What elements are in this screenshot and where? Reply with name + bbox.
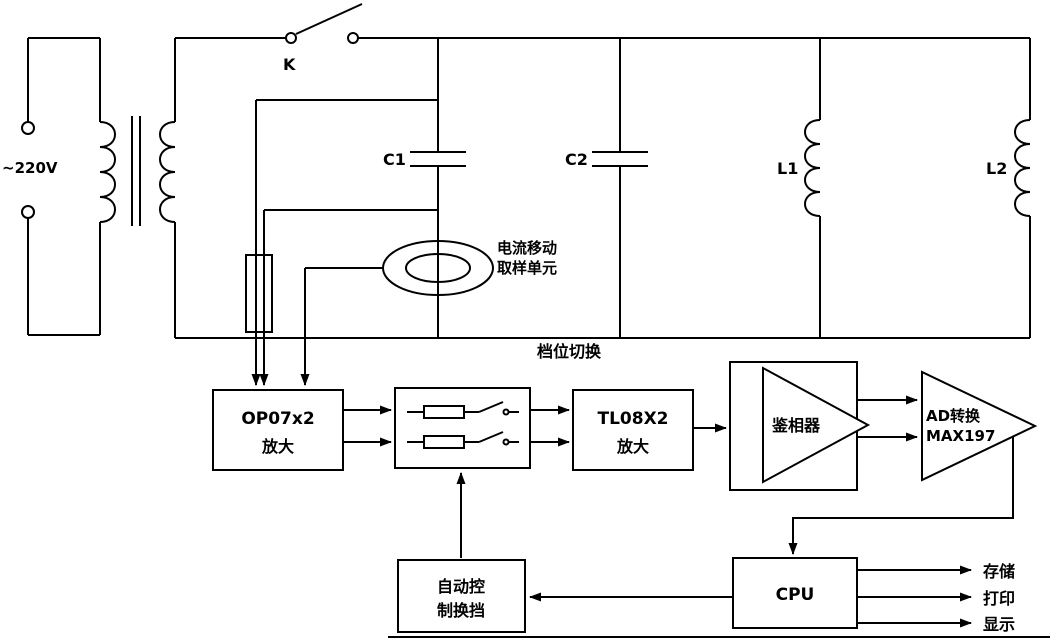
op07-label-line2: 放大 [261, 437, 294, 456]
phase-detector-triangle [762, 366, 871, 484]
terminal [21, 205, 35, 219]
adc-label-line1: AD转换 [926, 407, 981, 425]
auto-shift-label-line2: 制换挡 [437, 601, 485, 620]
terminal [21, 121, 35, 135]
phase-detector: 鉴相器 [729, 361, 871, 491]
sampler-label-line1: 电流移动 [497, 239, 557, 257]
cpu-box [732, 557, 858, 629]
tl08-label-line1: TL08X2 [597, 409, 668, 429]
switch-contact [347, 32, 359, 44]
switch-blade [295, 3, 363, 35]
op07-label-line1: OP07x2 [241, 409, 314, 429]
output-label-print: 打印 [983, 589, 1015, 608]
sampler-label-line2: 取样单元 [497, 259, 557, 277]
inductor-l1: L1 [777, 38, 821, 338]
auto-shift-box [397, 559, 526, 633]
primary-coil [99, 121, 116, 223]
range-switch-unit [394, 387, 531, 469]
c1-label: C1 [383, 150, 406, 169]
switch-blade [478, 401, 504, 413]
tl08-label-line2: 放大 [616, 437, 649, 456]
op07-box [212, 389, 344, 471]
phase-detector-label: 鉴相器 [771, 416, 821, 435]
switch-label: K [283, 55, 296, 74]
ac-source-label: ~220V [2, 159, 58, 177]
switch-contact [502, 438, 510, 446]
resistor [423, 405, 465, 419]
switch-contact [285, 32, 297, 44]
sampling-lines [245, 99, 438, 386]
op07-amplifier: OP07x2 放大 [212, 389, 344, 471]
auto-shift-label-line1: 自动控 [437, 577, 485, 596]
inductor-l2: L2 [986, 38, 1031, 338]
switch-k: K [283, 3, 363, 74]
cpu-label: CPU [776, 585, 815, 605]
current-sampler: 电流移动 取样单元 [382, 239, 557, 296]
l1-label: L1 [777, 159, 798, 178]
coil [804, 119, 821, 217]
ad-converter: AD转换 MAX197 [921, 370, 1038, 482]
range-switch-box [394, 387, 531, 469]
switch-contact [502, 408, 510, 416]
capacitor-c2: C2 [565, 38, 648, 338]
adc-label-line2: MAX197 [926, 427, 995, 445]
tl08-amplifier: TL08X2 放大 [572, 389, 694, 471]
tl08-box [572, 389, 694, 471]
secondary-coil [159, 121, 176, 223]
resistor [423, 435, 465, 449]
adc-to-cpu-wire [788, 437, 1014, 555]
cpu-outputs: 存储 打印 显示 [857, 562, 1015, 634]
capacitor-c1: C1 [383, 38, 466, 338]
switch-blade [478, 431, 504, 443]
toroid-inner [405, 253, 471, 283]
l2-label: L2 [986, 159, 1007, 178]
transformer [99, 38, 176, 338]
probe-block [245, 254, 273, 333]
output-label-storage: 存储 [983, 562, 1015, 581]
auto-shift-control: 自动控 制换挡 [397, 559, 526, 633]
ac-source: ~220V [2, 37, 101, 336]
coil [1014, 119, 1031, 217]
adc-triangle [921, 370, 1038, 482]
range-switch-label: 档位切换 [537, 342, 602, 361]
c2-label: C2 [565, 150, 588, 169]
cpu-block: CPU [732, 557, 858, 629]
output-label-display: 显示 [983, 615, 1015, 634]
